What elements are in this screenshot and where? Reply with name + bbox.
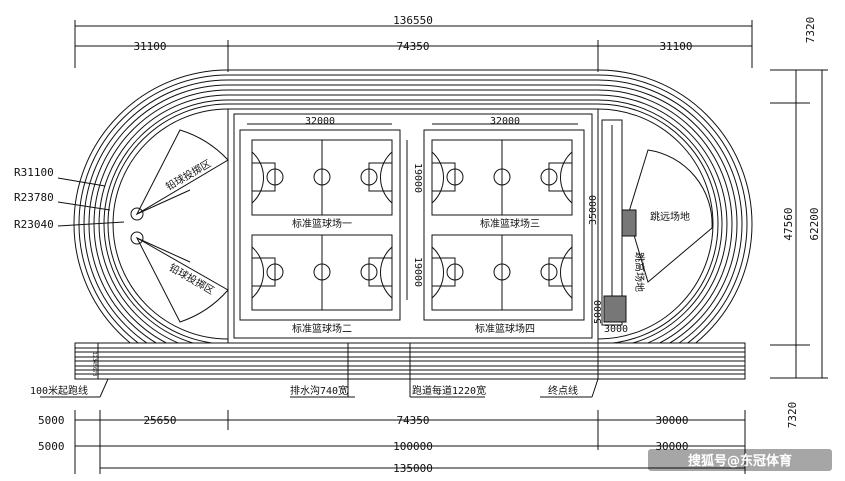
- court-name-4: 标准篮球场四: [475, 322, 535, 335]
- lane-numbers: 12345678: [91, 352, 97, 376]
- high-jump-pad: [603, 295, 627, 323]
- watermark-bg: [648, 449, 832, 471]
- basketball-court-4: [431, 234, 573, 311]
- infield: [227, 108, 599, 344]
- basketball-court-3: [431, 139, 573, 216]
- jump-dim-5000: 5000: [593, 300, 604, 324]
- bottom-dimensions: [74, 410, 746, 474]
- dim-top-mid: 74350: [396, 40, 429, 53]
- dim-bot3: 135000: [393, 462, 433, 475]
- radius-leaders: [57, 177, 125, 227]
- high-jump-label: 跳高场地: [633, 252, 646, 292]
- court-width-dim-1: 32000: [305, 116, 335, 127]
- long-jump-label: 跳远场地: [650, 210, 690, 223]
- radius-2: R23780: [14, 191, 54, 204]
- court-height-dim-1: 19000: [412, 163, 423, 193]
- dim-right-top: 7320: [804, 17, 817, 44]
- dim-bot2-mid: 100000: [393, 440, 433, 453]
- dim-right-b: 62200: [808, 207, 821, 240]
- top-dimensions: [74, 20, 753, 72]
- shot-put-area: [130, 129, 229, 323]
- jump-dim-3000: 3000: [604, 324, 628, 335]
- dim-bot1-c: 30000: [655, 414, 688, 427]
- court-block-right: [423, 129, 585, 321]
- callout-finish: 终点线: [548, 384, 578, 397]
- dim-right-bottom: 7320: [786, 402, 799, 429]
- callout-lane: 跑道每道1220宽: [412, 384, 486, 397]
- dim-top-left: 31100: [133, 40, 166, 53]
- shot-put-label-1: 铅球投掷区: [163, 157, 213, 193]
- dim-bot2-left: 5000: [38, 440, 65, 453]
- court-dim-lines: [247, 123, 578, 300]
- dim-bot1-a: 25650: [143, 414, 176, 427]
- right-dimensions: [770, 69, 828, 379]
- radius-1: R31100: [14, 166, 54, 179]
- court-block-left: [239, 129, 401, 321]
- dim-bot1-left: 5000: [38, 414, 65, 427]
- jump-dim-35000: 35000: [588, 195, 599, 225]
- basketball-court-2: [251, 234, 393, 311]
- basketball-court-1: [251, 139, 393, 216]
- dim-right-a: 47560: [782, 207, 795, 240]
- court-name-3: 标准篮球场三: [480, 217, 540, 230]
- dim-bot2-right: 30000: [655, 440, 688, 453]
- callout-drain: 排水沟740宽: [290, 384, 348, 397]
- court-width-dim-2: 32000: [490, 116, 520, 127]
- court-name-2: 标准篮球场二: [292, 322, 352, 335]
- radius-3: R23040: [14, 218, 54, 231]
- dim-bot1-b: 74350: [396, 414, 429, 427]
- court-height-dim-2: 19000: [412, 257, 423, 287]
- dim-top-total: 136550: [393, 14, 433, 27]
- dim-top-right: 31100: [659, 40, 692, 53]
- watermark: 搜狐号@东冠体育: [688, 453, 792, 469]
- sand-pit: [621, 209, 637, 237]
- callout-leaders: [40, 343, 599, 398]
- court-name-1: 标准篮球场一: [292, 217, 352, 230]
- infield-inner: [233, 113, 593, 339]
- callout-start-100m: 100米起跑线: [30, 384, 88, 397]
